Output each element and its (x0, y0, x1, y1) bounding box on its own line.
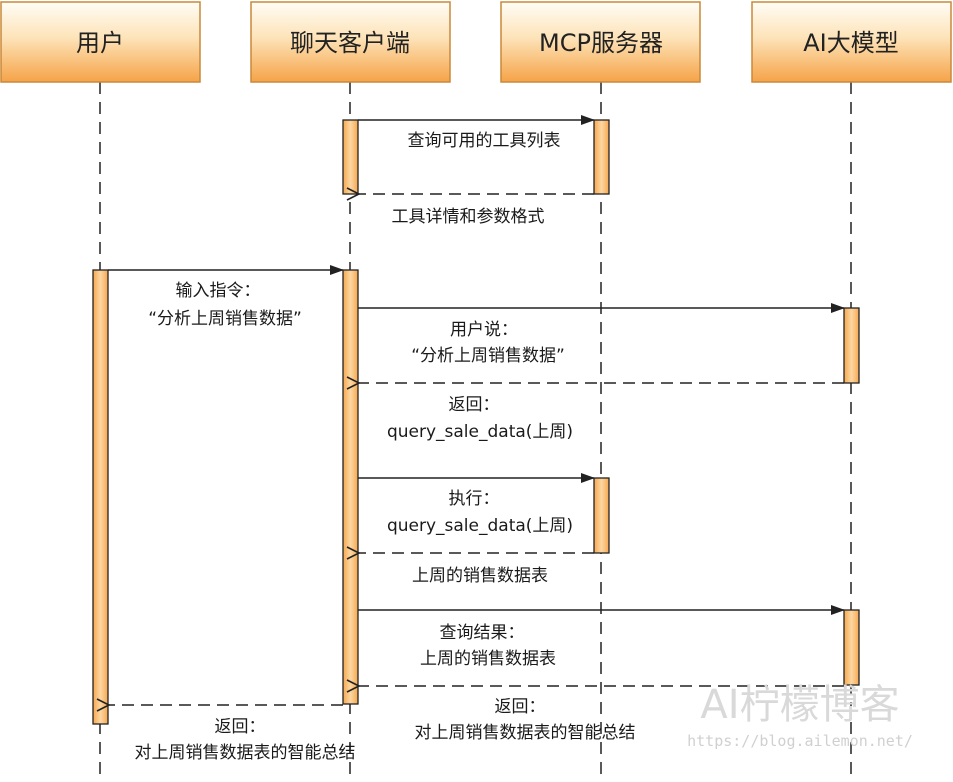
message-user-input-line1: 输入指令： (176, 281, 261, 301)
activation-mcp-2 (593, 477, 610, 554)
message-return-to-user: 返回： 对上周销售数据表的智能总结 (109, 705, 356, 763)
message-execute-line2: query_sale_data(上周) (387, 516, 573, 536)
activation-client-1 (342, 119, 359, 195)
message-ai-summary-line2: 对上周销售数据表的智能总结 (415, 723, 636, 743)
participant-client-label: 聊天客户端 (290, 29, 410, 57)
activation-ai-2 (843, 609, 860, 686)
participant-ai: AI大模型 (751, 1, 952, 83)
watermark: AI柠檬博客 https://blog.ailemon.net/ (687, 682, 913, 750)
participant-mcp: MCP服务器 (500, 1, 701, 83)
activation-user (92, 269, 109, 725)
message-ai-summary-line1: 返回： (495, 697, 546, 717)
message-sales-table: 上周的销售数据表 (359, 553, 594, 586)
watermark-url: https://blog.ailemon.net/ (687, 732, 913, 750)
message-query-tools-label: 查询可用的工具列表 (408, 131, 561, 151)
activation-mcp-1 (593, 119, 610, 195)
message-query-result: 查询结果： 上周的销售数据表 (358, 605, 845, 669)
message-user-says-line1: 用户说： (450, 320, 518, 340)
participant-client: 聊天客户端 (250, 1, 451, 83)
message-ai-return-call-line1: 返回： (449, 395, 500, 415)
message-user-input: 输入指令： “分析上周销售数据” (108, 265, 344, 329)
message-ai-summary: 返回： 对上周销售数据表的智能总结 (359, 686, 844, 743)
message-execute: 执行： query_sale_data(上周) (358, 473, 595, 536)
watermark-title: AI柠檬博客 (700, 682, 899, 728)
message-execute-line1: 执行： (449, 489, 500, 509)
message-ai-return-call: 返回： query_sale_data(上周) (359, 383, 844, 442)
message-tool-details: 工具详情和参数格式 (359, 194, 594, 227)
messages: 查询可用的工具列表 工具详情和参数格式 输入指令： “分析上周销售数据” 用户说… (108, 115, 845, 763)
activation-client-2 (342, 269, 359, 705)
participant-ai-label: AI大模型 (803, 29, 899, 57)
message-tool-details-label: 工具详情和参数格式 (392, 207, 545, 227)
participant-user: 用户 (0, 1, 201, 83)
message-query-result-line1: 查询结果： (440, 623, 525, 643)
message-user-input-line2: “分析上周销售数据” (148, 309, 302, 329)
message-query-tools: 查询可用的工具列表 (358, 115, 595, 151)
participant-user-label: 用户 (76, 29, 124, 57)
message-return-to-user-line2: 对上周销售数据表的智能总结 (135, 743, 356, 763)
message-user-says-line2: “分析上周销售数据” (411, 346, 565, 366)
message-return-to-user-line1: 返回： (215, 717, 266, 737)
participants: 用户 聊天客户端 MCP服务器 AI大模型 (0, 1, 952, 83)
message-sales-table-label: 上周的销售数据表 (412, 566, 548, 586)
participant-mcp-label: MCP服务器 (539, 29, 663, 57)
message-user-says: 用户说： “分析上周销售数据” (358, 303, 845, 366)
activation-ai-1 (843, 307, 860, 384)
message-query-result-line2: 上周的销售数据表 (420, 649, 556, 669)
message-ai-return-call-line2: query_sale_data(上周) (387, 422, 573, 442)
